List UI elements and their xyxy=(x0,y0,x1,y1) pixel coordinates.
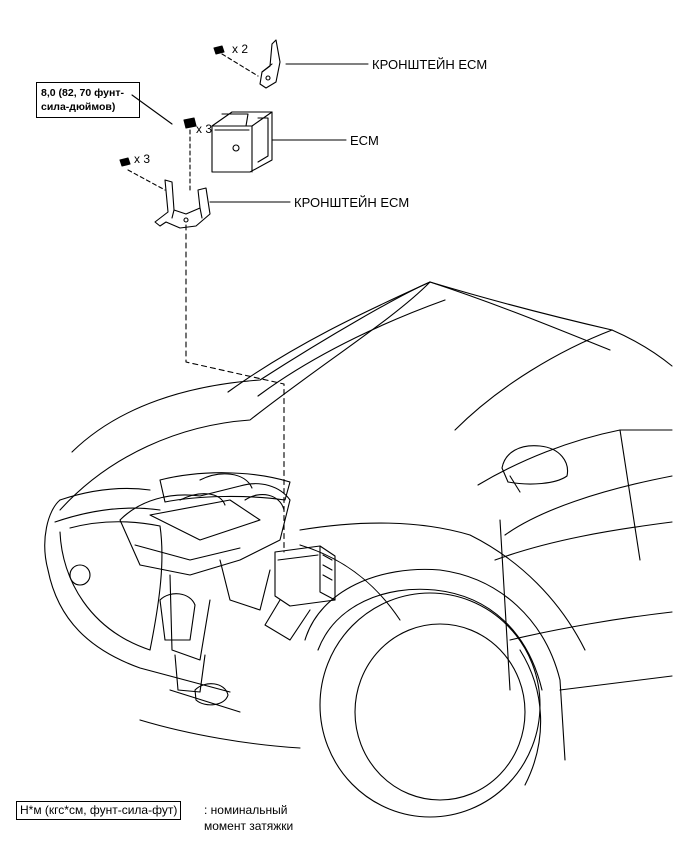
legend-description: : номинальный момент затяжки xyxy=(204,802,293,834)
legend-desc-line-1: : номинальный xyxy=(204,803,288,817)
ecm-label: ECM xyxy=(350,133,379,148)
lower-bracket-bolt-qty: x 3 xyxy=(134,152,151,166)
leader-lines xyxy=(127,53,369,553)
ecm-bolt-qty: x 3 xyxy=(196,122,213,136)
torque-line-1: 8,0 (82, 70 фунт- xyxy=(41,87,124,99)
vehicle-body xyxy=(44,281,673,818)
upper-bracket-label: КРОНШТЕЙН ECM xyxy=(372,57,488,72)
engine-bay xyxy=(119,473,336,693)
upper-ecm-bracket xyxy=(259,39,281,89)
torque-line-2: сила-дюймов) xyxy=(41,101,116,113)
upper-bracket-bolt-qty: x 2 xyxy=(232,42,249,56)
bolt-icons xyxy=(119,45,225,167)
ecm-unit xyxy=(211,111,273,173)
lower-bracket-label: КРОНШТЕЙН ECM xyxy=(294,195,410,210)
lower-ecm-bracket xyxy=(154,179,211,229)
legend-desc-line-2: момент затяжки xyxy=(204,819,294,833)
legend-unit-box: Н*м (кгс*см, фунт-сила-фут) xyxy=(16,801,182,820)
torque-spec-box: 8,0 (82, 70 фунт- сила-дюймов) xyxy=(36,82,140,118)
